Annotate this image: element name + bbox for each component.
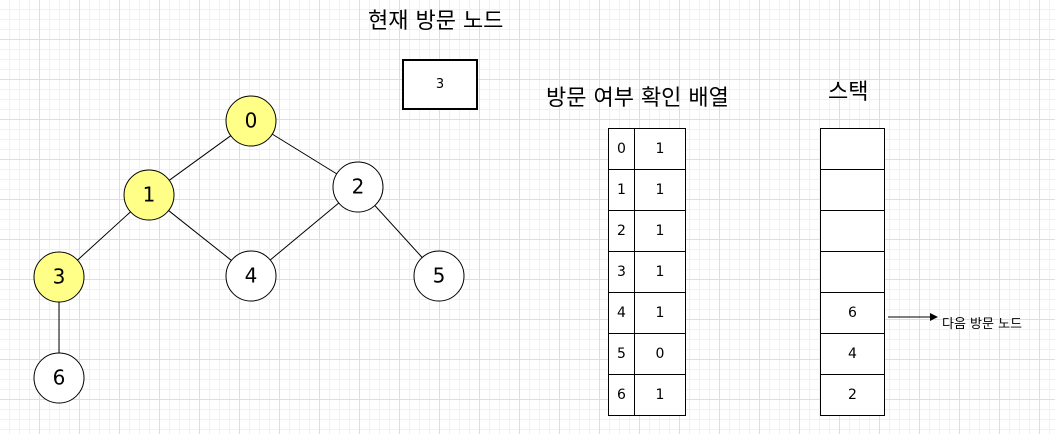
graph-node-1: 1	[123, 169, 175, 221]
graph-node-4: 4	[225, 250, 277, 302]
visited-row: 3 1	[609, 251, 685, 292]
graph-node-circle	[33, 352, 85, 404]
visited-row: 6 1	[609, 374, 685, 415]
visited-array-table: 0 1 1 1 2 1 3 1 4 1 5 0 6 1	[608, 128, 686, 416]
visited-value: 1	[655, 387, 665, 403]
stack-cell-top: 6	[821, 292, 884, 333]
visited-value: 1	[655, 305, 665, 321]
graph-node-label: 4	[245, 264, 258, 288]
graph-node-circle	[332, 161, 384, 213]
visited-value: 1	[655, 141, 665, 157]
graph-edge-1-4	[168, 210, 232, 261]
visited-index: 6	[609, 375, 635, 415]
visited-index: 0	[609, 129, 635, 169]
graph-node-6: 6	[33, 352, 85, 404]
visited-index: 5	[609, 334, 635, 374]
next-node-arrow-icon	[888, 313, 938, 321]
graph-node-label: 0	[245, 109, 258, 133]
visited-array-title: 방문 여부 확인 배열	[546, 86, 729, 111]
graph-edge-2-5	[374, 205, 423, 258]
current-node-box: 3	[402, 59, 478, 110]
stack-cell: 2	[821, 374, 884, 415]
graph-node-3: 3	[33, 251, 85, 303]
graph-node-2: 2	[332, 161, 384, 213]
graph-node-label: 1	[143, 183, 156, 207]
graph-node-label: 3	[53, 265, 66, 289]
visited-row: 2 1	[609, 210, 685, 251]
visited-index: 1	[609, 170, 635, 210]
stack-column: 6 4 2	[820, 128, 885, 416]
visited-index: 2	[609, 211, 635, 251]
next-node-label: 다음 방문 노드	[942, 317, 1023, 332]
graph-edge-1-3	[77, 211, 131, 261]
graph-node-circle	[225, 250, 277, 302]
visited-value: 1	[655, 264, 665, 280]
graph-edge-0-2	[272, 133, 337, 175]
graph-node-label: 6	[53, 366, 66, 390]
visited-value: 0	[655, 346, 665, 362]
stack-cell	[821, 251, 884, 292]
graph-edge-2-4	[269, 202, 340, 261]
stack-cell	[821, 169, 884, 210]
visited-row: 4 1	[609, 292, 685, 333]
stack-cell: 4	[821, 333, 884, 374]
graph-node-circle	[413, 250, 465, 302]
graph-node-circle	[225, 95, 277, 147]
graph-node-0: 0	[225, 95, 277, 147]
graph-edges	[58, 133, 423, 353]
visited-row: 5 0	[609, 333, 685, 374]
graph-node-circle	[123, 169, 175, 221]
graph-node-circle	[33, 251, 85, 303]
graph-node-5: 5	[413, 250, 465, 302]
stack-title: 스택	[828, 80, 869, 105]
visited-value: 1	[655, 182, 665, 198]
stack-cell	[821, 129, 884, 169]
current-node-value: 3	[435, 77, 445, 92]
graph-edge-0-1	[168, 135, 232, 181]
stack-cell	[821, 210, 884, 251]
current-node-title: 현재 방문 노드	[368, 9, 504, 34]
visited-index: 3	[609, 252, 635, 292]
graph-diagram: 0 1 2 3 4 5 6	[33, 95, 465, 404]
visited-index: 4	[609, 293, 635, 333]
graph-nodes: 0 1 2 3 4 5 6	[33, 95, 465, 404]
graph-node-label: 5	[433, 264, 446, 288]
visited-row: 1 1	[609, 169, 685, 210]
graph-node-label: 2	[352, 175, 365, 199]
visited-row: 0 1	[609, 129, 685, 169]
visited-value: 1	[655, 223, 665, 239]
